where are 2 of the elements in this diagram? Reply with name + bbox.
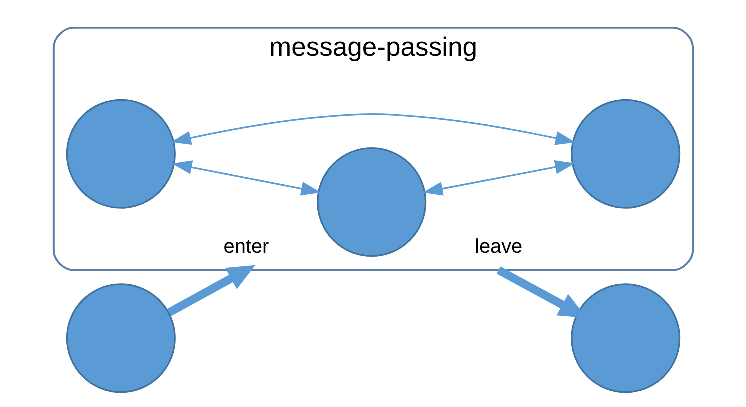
edge-label: leave xyxy=(474,236,522,258)
edge-label: enter xyxy=(223,236,269,258)
